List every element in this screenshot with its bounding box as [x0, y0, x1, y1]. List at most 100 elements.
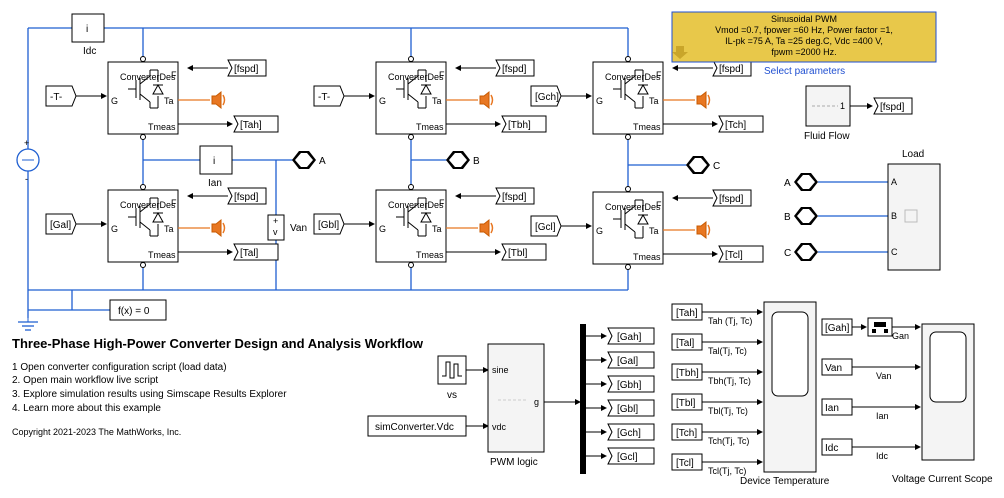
gate-tag-label: [Gbl]: [318, 220, 339, 231]
phase-port-c[interactable]: C: [686, 156, 720, 174]
thermal-port-icon: [211, 219, 226, 237]
gate-from-tag[interactable]: [Gcl]: [530, 215, 592, 237]
temperature-goto-tag[interactable]: [Tah]: [178, 115, 279, 133]
step-3-link[interactable]: 3. Explore simulation results using Sims…: [12, 389, 287, 400]
gate-from-tag[interactable]: [Gal]: [45, 213, 107, 235]
ground-icon: [18, 318, 38, 331]
solver-configuration[interactable]: f(x) = 0: [109, 299, 167, 321]
gate-goto-tag[interactable]: [Gal]: [586, 351, 655, 369]
temperature-tag-label: [Tbl]: [508, 248, 528, 259]
plus-sign: +: [273, 216, 278, 226]
temperature-goto-tag[interactable]: [Tcl]: [663, 245, 764, 263]
gate-goto-tag[interactable]: [Gbh]: [586, 375, 655, 393]
temperature-from-tag[interactable]: [Tbl]Tbl(Tj, Tc): [671, 393, 763, 416]
gan-subsystem[interactable]: [867, 317, 893, 337]
gate-from-tag[interactable]: [Gbl]: [313, 213, 375, 235]
gate-goto-tag[interactable]: [Gch]: [586, 423, 655, 441]
phase-port-a[interactable]: A: [292, 151, 326, 169]
gate-from-tag[interactable]: [Gch]: [530, 85, 592, 107]
port-g-label: G: [111, 224, 118, 234]
port-ta-label: Ta: [649, 226, 659, 236]
temperature-from-label: [Tch]: [676, 428, 697, 439]
fluid-flow-block[interactable]: 1 Fluid Flow [fspd]: [804, 85, 913, 142]
gate-goto-tag[interactable]: [Gah]: [586, 327, 655, 345]
phase-port-b[interactable]: B: [446, 151, 480, 169]
vi-from-label: Ian: [825, 403, 839, 414]
gate-goto-tag[interactable]: [Gcl]: [586, 447, 655, 465]
port-f-label: F: [656, 200, 662, 210]
temperature-goto-tag[interactable]: [Tbl]: [446, 243, 547, 261]
temperature-from-label: [Tbh]: [676, 368, 699, 379]
temperature-goto-tag[interactable]: [Tch]: [663, 115, 764, 133]
temperature-from-label: [Tah]: [676, 308, 698, 319]
load-port-b[interactable]: B: [784, 207, 818, 225]
dc-source[interactable]: + -: [16, 138, 40, 184]
temperature-from-tag[interactable]: [Tbh]Tbh(Tj, Tc): [671, 363, 763, 386]
pwm-logic-block[interactable]: sine vdc g PWM logic: [487, 343, 545, 468]
vi-signal-label: Idc: [876, 451, 889, 461]
gate-goto-tag[interactable]: [Gbl]: [586, 399, 655, 417]
fspd-from-tag[interactable]: [fspd]: [187, 187, 267, 205]
step-1-link[interactable]: 1 Open converter configuration script (l…: [12, 362, 227, 373]
port-tmeas-label: Tmeas: [416, 122, 444, 132]
vi-from-tag[interactable]: [Gah]Gan: [821, 318, 921, 341]
temperature-from-tag[interactable]: [Tch]Tch(Tj, Tc): [671, 423, 763, 446]
fspd-from-tag[interactable]: [fspd]: [455, 59, 535, 77]
current-symbol: i: [86, 24, 88, 35]
gate-from-tag[interactable]: -T-: [45, 85, 107, 107]
load-port-c[interactable]: C: [784, 243, 818, 261]
gate-tag-label: [Gal]: [50, 220, 71, 231]
port-f-label: F: [439, 198, 445, 208]
fspd-from-tag[interactable]: [fspd]: [455, 187, 535, 205]
fspd-tag-label: [fspd]: [502, 64, 527, 75]
load-block[interactable]: Load A B C: [887, 149, 941, 271]
port-tmeas-label: Tmeas: [148, 250, 176, 260]
vi-scope-label: Voltage Current Scope: [892, 474, 993, 485]
voltage-current-scope[interactable]: Voltage Current Scope: [892, 323, 993, 485]
port-label: C: [713, 161, 720, 172]
vi-from-label: Van: [825, 363, 842, 374]
step-4-link[interactable]: 4. Learn more about this example: [12, 403, 161, 414]
ian-current-sensor[interactable]: i Ian: [199, 145, 233, 189]
port-g-label: G: [111, 96, 118, 106]
solver-label: f(x) = 0: [118, 306, 150, 317]
vi-from-label: Idc: [825, 443, 838, 454]
van-voltage-sensor[interactable]: + v Van: [267, 214, 307, 241]
device-temperature-scope[interactable]: Device Temperature: [740, 301, 830, 487]
sine-source[interactable]: vs: [437, 355, 467, 401]
parameters-annotation[interactable]: Sinusoidal PWM Vmod =0.7, fpower =60 Hz,…: [671, 11, 937, 77]
fspd-from-tag[interactable]: [fspd]: [672, 189, 752, 207]
temperature-from-tag[interactable]: [Tal]Tal(Tj, Tc): [671, 333, 763, 356]
step-2-link[interactable]: 2. Open main workflow live script: [12, 375, 158, 386]
temperature-goto-tag[interactable]: [Tbh]: [446, 115, 547, 133]
gate-from-tag[interactable]: -T-: [313, 85, 375, 107]
power-wiring: [27, 27, 888, 318]
temperature-from-tag[interactable]: [Tah]Tah (Tj, Tc): [671, 303, 763, 326]
converter-name: ConverterDes: [605, 202, 661, 212]
idc-current-sensor[interactable]: i Idc: [71, 13, 105, 57]
converter-name: ConverterDes: [388, 200, 444, 210]
vdc-constant[interactable]: simConverter.Vdc: [367, 415, 467, 437]
fspd-from-tag[interactable]: [fspd]: [187, 59, 267, 77]
temperature-from-tag[interactable]: [Tcl]Tcl(Tj, Tc): [671, 453, 763, 476]
port-tmeas-label: Tmeas: [633, 252, 661, 262]
annotation-line: IL-pk =75 A, Ta =25 deg.C, Vdc =400 V,: [725, 36, 883, 46]
thermal-port-icon: [479, 91, 494, 109]
converter-name: ConverterDes: [388, 72, 444, 82]
load-port-a[interactable]: A: [784, 173, 818, 191]
current-symbol: i: [213, 156, 215, 167]
fluid-value: 1: [840, 101, 845, 111]
load-port: C: [891, 247, 898, 257]
temperature-goto-tag[interactable]: [Tal]: [178, 243, 279, 261]
select-parameters-link[interactable]: Select parameters: [764, 66, 845, 77]
